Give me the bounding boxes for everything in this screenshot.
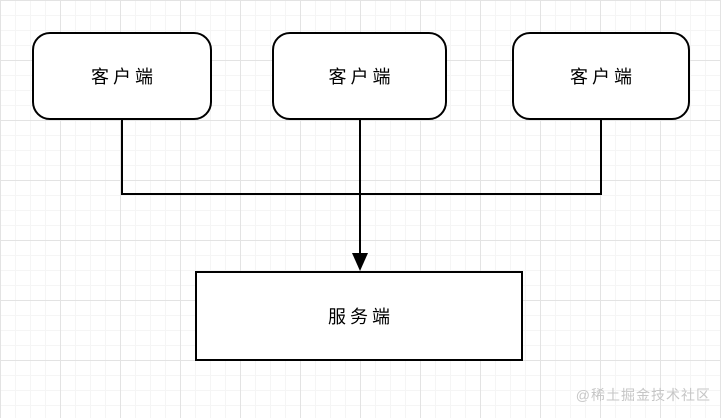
arrow-down-icon <box>352 253 368 271</box>
client-node-3: 客户端 <box>512 32 690 120</box>
watermark: @稀土掘金技术社区 <box>575 387 711 403</box>
client-node-1-label: 客户端 <box>91 67 157 87</box>
client-node-2: 客户端 <box>272 32 447 120</box>
server-node-label: 服务端 <box>328 307 394 327</box>
client-node-1: 客户端 <box>32 32 212 120</box>
client-node-3-label: 客户端 <box>570 67 636 87</box>
server-node: 服务端 <box>195 271 523 361</box>
client-node-2-label: 客户端 <box>328 67 395 87</box>
